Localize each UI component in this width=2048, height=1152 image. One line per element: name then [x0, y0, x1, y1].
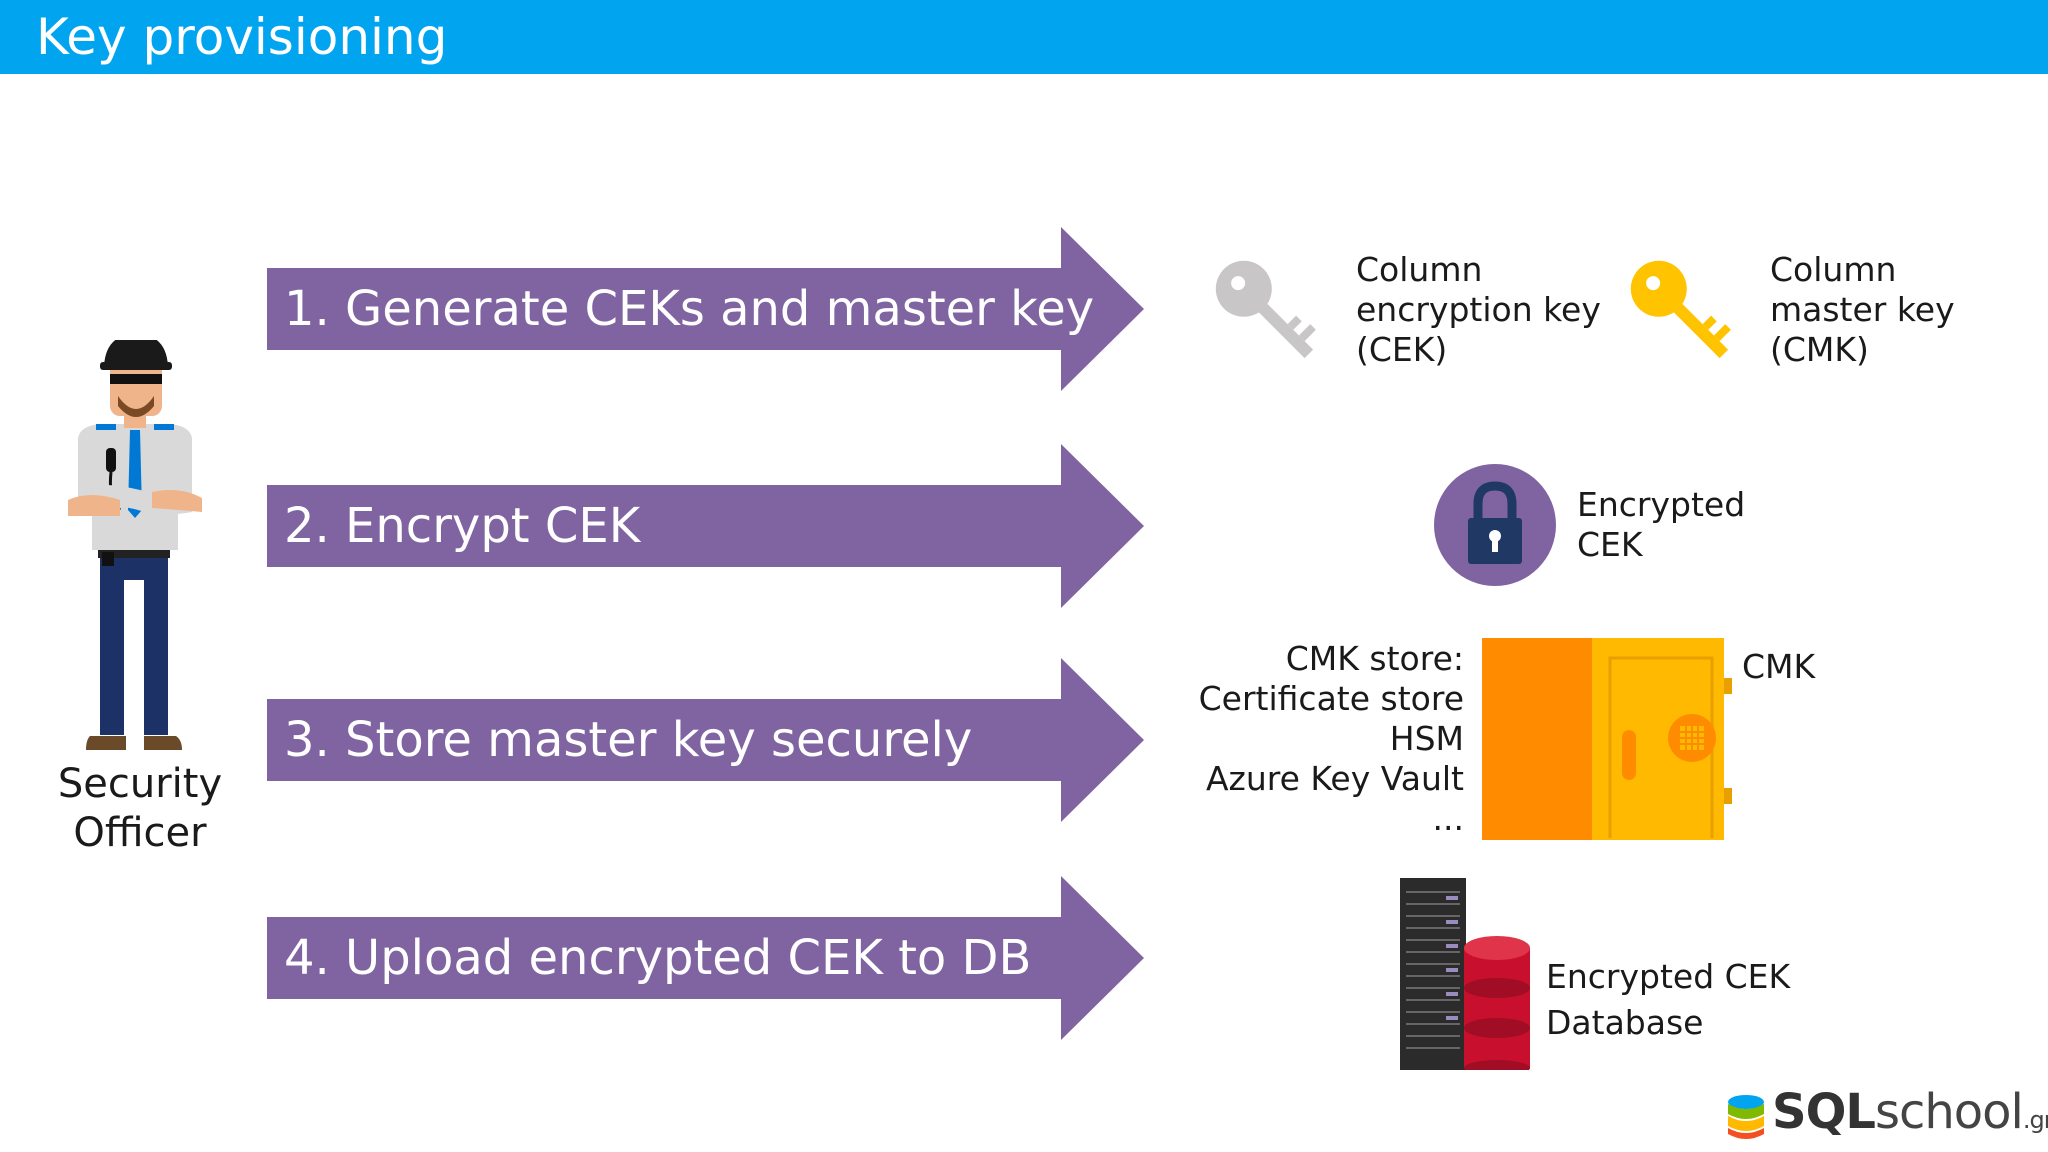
- cmk-store-line: Azure Key Vault: [1205, 759, 1464, 798]
- step-label-2: 2. Encrypt CEK: [284, 498, 641, 554]
- database-server-icon: [1400, 878, 1530, 1070]
- encrypted-cek-line1: Encrypted: [1577, 485, 1746, 524]
- cek-label-line3: (CEK): [1356, 330, 1448, 369]
- cmk-label-line1: Column: [1770, 250, 1897, 289]
- cmk-label-line3: (CMK): [1770, 330, 1869, 369]
- cmk-store-line: Certificate store: [1198, 679, 1464, 718]
- step-arrow-2: [267, 444, 1144, 608]
- cmk-store-list: CMK store: Certificate store HSM Azure K…: [1160, 639, 1464, 839]
- cmk-store-line: ...: [1432, 799, 1464, 838]
- encrypted-cek-line2: CEK: [1577, 525, 1643, 564]
- cek-label-line1: Column: [1356, 250, 1483, 289]
- page-title: Key provisioning: [36, 8, 448, 66]
- step-arrow-3: [267, 658, 1144, 822]
- step-arrow-4: [267, 876, 1144, 1040]
- officer-label: Security Officer: [40, 760, 240, 858]
- brand-suffix: .gr: [2022, 1106, 2048, 1134]
- officer-label-line1: Security: [57, 761, 223, 807]
- cmk-store-line: CMK store:: [1285, 639, 1464, 678]
- safe-cmk-label: CMK: [1742, 647, 1816, 686]
- step-label-3: 3. Store master key securely: [284, 712, 973, 768]
- cek-label: Column encryption key (CEK): [1356, 250, 1601, 370]
- grey-key-icon: [1215, 260, 1316, 359]
- encrypted-cek-label: Encrypted CEK: [1577, 485, 1745, 565]
- brand-name: SQLschool.gr: [1772, 1084, 2048, 1148]
- brand-sql: SQL: [1772, 1084, 1876, 1140]
- database-label-line1: Encrypted CEK: [1546, 957, 1791, 996]
- step-label-4: 4. Upload encrypted CEK to DB: [284, 930, 1032, 986]
- safe-icon: [1482, 638, 1732, 840]
- step-arrow-1: [267, 227, 1144, 391]
- cek-label-line2: encryption key: [1356, 290, 1601, 329]
- officer-label-line2: Officer: [73, 810, 207, 856]
- cmk-label: Column master key (CMK): [1770, 250, 1955, 370]
- cmk-label-line2: master key: [1770, 290, 1955, 329]
- header-bar: Key provisioning: [0, 0, 2048, 74]
- sqlschool-logo-icon: [1728, 1095, 1764, 1139]
- padlock-icon: [1434, 464, 1556, 586]
- gold-key-icon: [1630, 260, 1731, 359]
- security-officer-icon: [68, 340, 202, 750]
- cmk-store-line: HSM: [1389, 719, 1464, 758]
- brand-school: school: [1874, 1084, 2024, 1140]
- database-label-line2: Database: [1546, 1003, 1704, 1042]
- step-label-1: 1. Generate CEKs and master key: [284, 281, 1095, 337]
- database-label: Encrypted CEK Database: [1546, 954, 1790, 1046]
